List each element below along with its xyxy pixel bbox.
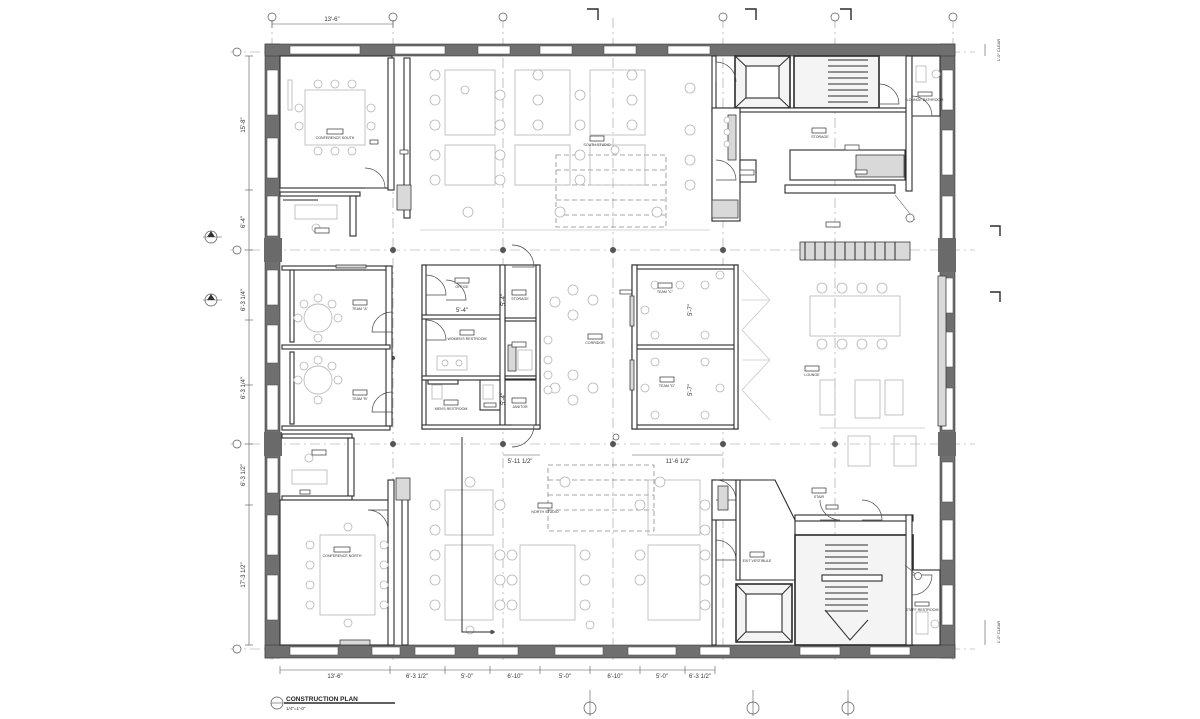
corridor-center: CORRIDOR xyxy=(543,284,633,441)
dim-bottom-2: 5'-0" xyxy=(461,674,473,680)
dim-interior-3b: 11'-6 1/2" xyxy=(666,459,691,465)
room-label-office: OFFICE xyxy=(455,285,469,289)
dim-left-4: 6'-3 1/2" xyxy=(241,464,247,486)
dim-left-5: 17'-3 1/2" xyxy=(241,562,247,587)
dim-interior-3: 5'-7" xyxy=(688,304,694,316)
dim-interior-1: 5'-4" xyxy=(456,308,468,314)
office-bottom-left xyxy=(281,433,355,501)
dimension-strings: 13'-6" 15'-8" 6'-4" 6'-3 1/4" 6'-3 1/4" … xyxy=(241,17,1001,680)
dim-left-1: 6'-4" xyxy=(241,216,247,228)
room-label-studio-bottom: NORTH STUDIO xyxy=(531,510,558,514)
room-label-womens: WOMEN'S RESTROOM xyxy=(447,337,486,341)
lounge-bathroom: LOUNGE BATHROOM xyxy=(894,55,944,223)
studio-bottom: NORTH STUDIO 5'-11 1/2" 11'-6 1/2" xyxy=(429,437,723,635)
room-label-team-d: TEAM "D" xyxy=(659,384,676,388)
dim-interior-6: 5'-4" xyxy=(501,294,507,306)
room-label-conference-bottom: CONFERENCE NORTH xyxy=(323,554,362,558)
clear-note-top: 1'-0" CLEAR xyxy=(996,39,1001,62)
room-label-storage: STORAGE xyxy=(811,135,829,139)
room-label-mens: MEN'S RESTROOM xyxy=(435,407,468,411)
conference-room-bottom: CONFERENCE NORTH xyxy=(279,477,411,646)
team-rooms-right: TEAM "C" TEAM "D" 5'-7" 5'-7" xyxy=(629,264,771,430)
room-label-staff-restroom: STAFF RESTROOM xyxy=(906,608,939,612)
core-bottom-right: EXIT VESTIBULE STAIR STAFF RESTROOM xyxy=(711,479,941,646)
dim-bottom-0: 13'-6" xyxy=(327,674,342,680)
dim-bottom-5: 6'-10" xyxy=(607,674,622,680)
dim-left-0: 15'-8" xyxy=(241,117,247,132)
exterior-walls xyxy=(264,43,956,659)
dim-left-2: 6'-3 1/4" xyxy=(241,289,247,311)
section-markers xyxy=(203,8,1001,716)
dim-bottom-6: 5'-0" xyxy=(656,674,668,680)
team-rooms-left: TEAM "A" TEAM "B" xyxy=(281,264,393,431)
room-label-corridor: CORRIDOR xyxy=(585,341,605,345)
dim-bottom-7: 6'-3 1/2" xyxy=(689,674,711,680)
dim-bottom-4: 5'-0" xyxy=(559,674,571,680)
room-label-conference-top: CONFERENCE SOUTH xyxy=(316,136,355,140)
room-label-team-c: TEAM "C" xyxy=(657,290,674,294)
studio-top: SOUTH STUDIO xyxy=(420,69,710,231)
columns xyxy=(264,238,956,456)
room-label-lounge: LOUNGE xyxy=(804,373,820,377)
room-label-studio-top: SOUTH STUDIO xyxy=(583,143,610,147)
dim-bottom-3: 6'-10" xyxy=(507,674,522,680)
plan-title: CONSTRUCTION PLAN xyxy=(286,696,358,703)
restroom-block: OFFICE WOMEN'S RESTROOM MEN'S RESTROOM S… xyxy=(421,244,541,448)
dim-top-0: 13'-6" xyxy=(324,17,339,23)
core-top-right: STORAGE xyxy=(711,55,913,228)
title-block: CONSTRUCTION PLAN 1/4"=1'-0" xyxy=(270,696,395,711)
room-label-storage-mid: STORAGE xyxy=(511,297,529,301)
dim-interior-5: 5'-4" xyxy=(501,393,507,405)
clear-note-bottom: 1'-0" CLEAR xyxy=(996,621,1001,644)
plan-scale: 1/4"=1'-0" xyxy=(286,706,306,711)
room-label-exit-vestibule: EXIT VESTIBULE xyxy=(743,559,772,563)
office-top-left xyxy=(279,191,361,237)
room-label-lounge-bath: LOUNGE BATHROOM xyxy=(907,98,944,102)
dim-interior-2: 5'-11 1/2" xyxy=(508,459,533,465)
dim-bottom-1: 6'-3 1/2" xyxy=(406,674,428,680)
conference-room-top: CONFERENCE SOUTH xyxy=(279,55,412,219)
dim-left-3: 6'-3 1/4" xyxy=(241,377,247,399)
room-label-jan: JANITOR xyxy=(512,405,528,409)
room-label-stair: STAIR xyxy=(814,495,825,499)
room-label-team-a: TEAM "A" xyxy=(352,307,369,311)
dim-interior-4: 5'-7" xyxy=(688,384,694,396)
room-label-team-b: TEAM "B" xyxy=(352,397,369,401)
lounge: LOUNGE xyxy=(799,241,947,467)
